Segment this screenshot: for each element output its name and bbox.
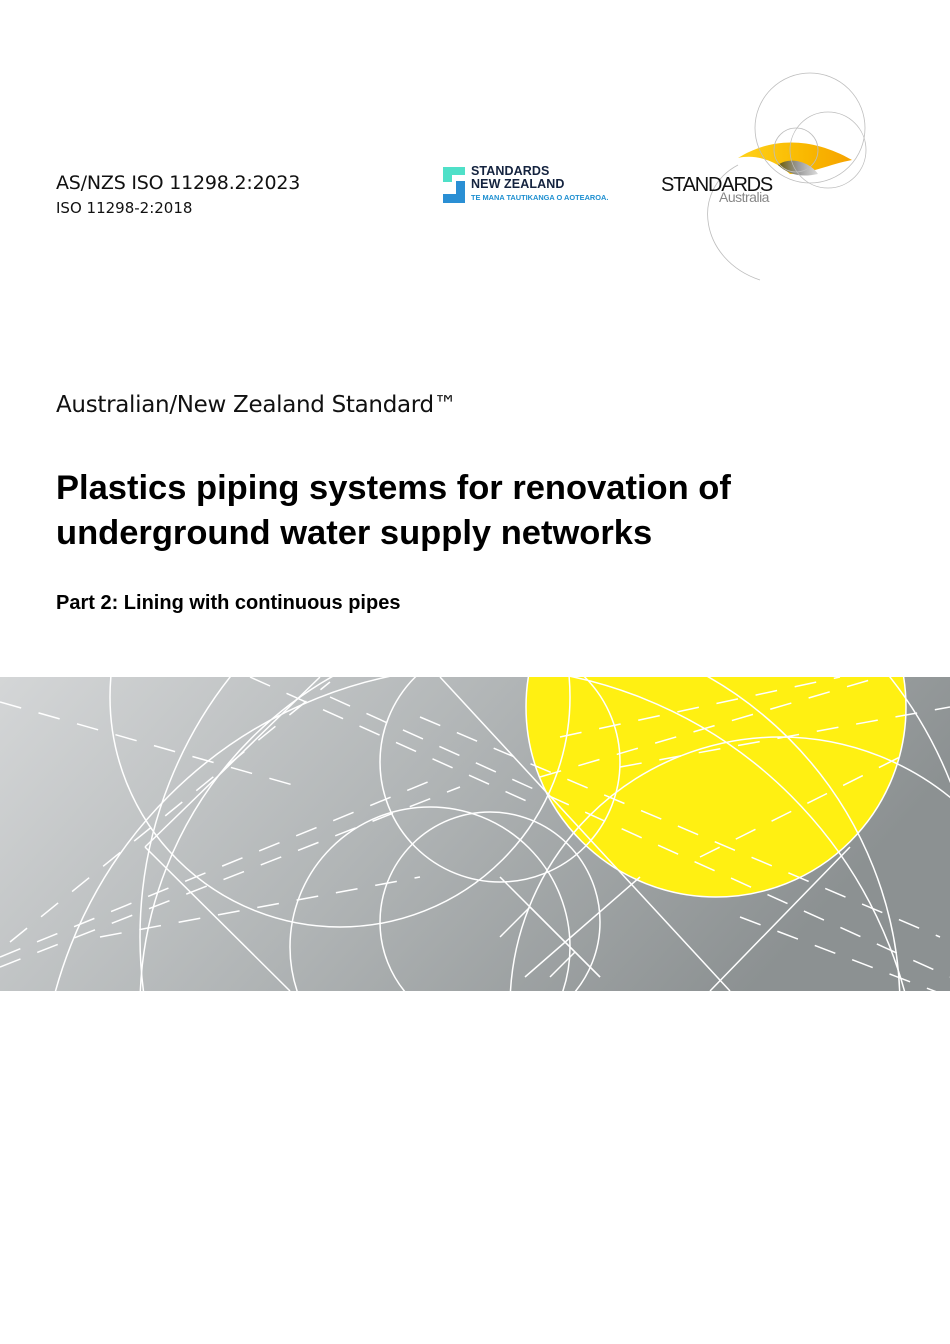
cover-artwork [0,677,950,991]
standards-nz-tagline: TE MANA TAUTIKANGA O AOTEAROA. [471,193,609,202]
iso-number: ISO 11298-2:2018 [56,199,193,217]
standards-australia-logo: STANDARDS Australia [650,70,880,290]
standards-nz-line2: NEW ZEALAND [471,177,565,191]
standards-australia-line1: STANDARDS [661,174,773,196]
standards-australia-line2: Australia [719,189,769,205]
standards-nz-line1: STANDARDS [471,164,550,178]
standards-nz-logo: STANDARDS NEW ZEALAND TE MANA TAUTIKANGA… [443,165,613,205]
document-type: Australian/New Zealand Standard™ [56,392,457,418]
document-title: Plastics piping systems for renovation o… [56,469,731,552]
standards-australia-swoosh-icon [707,72,867,281]
standards-nz-mark-icon [443,167,465,203]
document-subtitle: Part 2: Lining with continuous pipes [56,592,401,614]
standard-number: AS/NZS ISO 11298.2:2023 [56,172,301,194]
geometric-pattern-image [0,677,950,991]
